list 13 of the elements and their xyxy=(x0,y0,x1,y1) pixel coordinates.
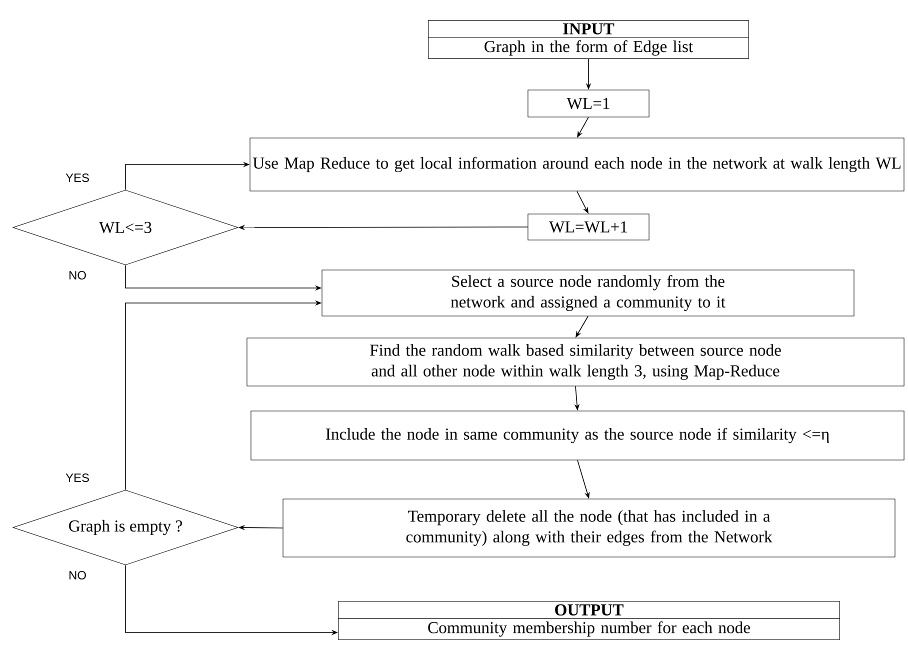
process-box: Temporary delete all the node (that has included in a community) along with their edges from the Network xyxy=(282,498,896,558)
output-box: OUTPUT Community membership number for each node xyxy=(338,601,840,640)
process-box: WL=1 xyxy=(528,90,650,118)
edge-label: NO xyxy=(67,270,88,281)
process-box: Find the random walk based similarity between source node and all other node within walk length 3, using Map-Reduce xyxy=(246,338,904,386)
process-box: Include the node in same community as the source node if similarity <=η xyxy=(250,410,904,460)
edge-label: YES xyxy=(64,472,91,484)
process-box: Select a source node randomly from the network and assigned a community to it xyxy=(322,270,854,316)
input-box: INPUT Graph in the form of Edge list xyxy=(428,20,749,59)
process-box: WL=WL+1 xyxy=(528,214,650,240)
process-box: Use Map Reduce to get local information around each node in the network at walk length WL xyxy=(250,138,904,192)
edge-label: NO xyxy=(67,570,88,581)
edge-label: YES xyxy=(64,172,91,184)
